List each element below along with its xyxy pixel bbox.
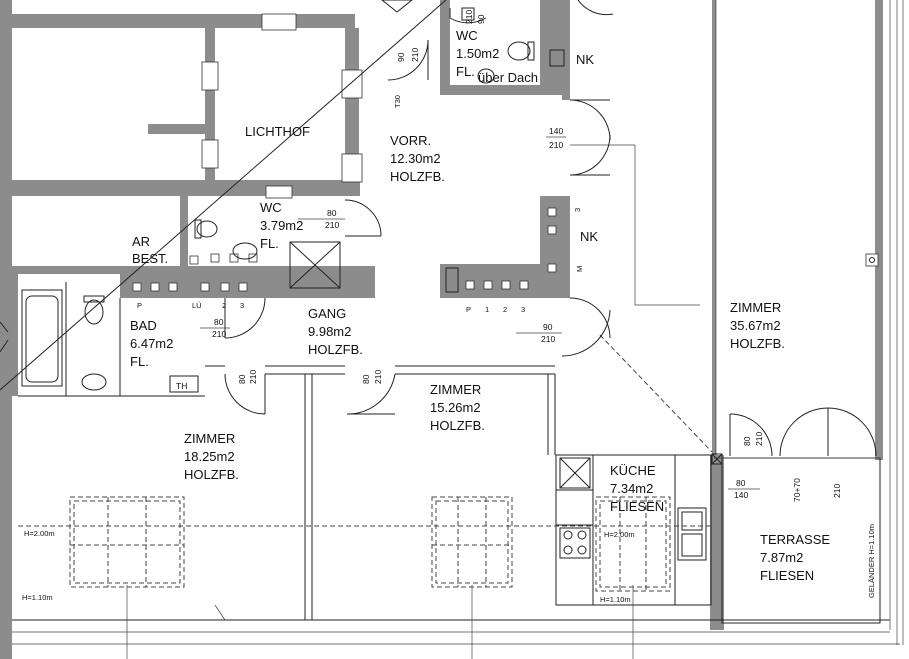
gang-floor: HOLZFB. (308, 342, 363, 357)
nk-mid-label: NK (580, 229, 598, 244)
ar-name: AR (132, 234, 150, 249)
nk-side-m: M (575, 266, 584, 272)
dim-wc-top-h: 90 (476, 14, 486, 24)
dashed-elements (18, 496, 712, 592)
room-labels: WC 1.50m2 FL. über Dach NK NK LICHTHOF V… (130, 28, 830, 583)
socket-p-mid: P (466, 305, 471, 314)
lichthof-name: LICHTHOF (245, 124, 310, 139)
dim-bad-w: 80 (214, 317, 224, 327)
dim-wc-top-w: 210 (464, 10, 474, 24)
kueche-floor: FLIESEN (610, 499, 664, 514)
kueche-name: KÜCHE (610, 463, 656, 478)
dim-gr-w: 90 (543, 322, 553, 332)
h200-kitchen: H=2.00m (604, 530, 635, 539)
zimmer-mid-area: 15.26m2 (430, 400, 481, 415)
dim-zl-h: 210 (248, 370, 258, 384)
dim-vorr-right-h: 210 (549, 140, 563, 150)
terrasse-name: TERRASSE (760, 532, 830, 547)
wc-top-floor: FL. (456, 64, 475, 79)
socket-lue: LÜ (192, 301, 202, 310)
walls (0, 0, 883, 659)
vorr-area: 12.30m2 (390, 151, 441, 166)
h110-kitchen: H=1.10m (600, 595, 631, 604)
zimmer-mid-name: ZIMMER (430, 382, 481, 397)
dim-kw-w: 80 (736, 478, 746, 488)
terrasse-floor: FLIESEN (760, 568, 814, 583)
bad-floor: FL. (130, 354, 149, 369)
wc-floor: FL. (260, 236, 279, 251)
h110-left: H=1.10m (22, 593, 53, 602)
socket-3-mid: 3 (521, 305, 525, 314)
dim-zm-w: 80 (361, 374, 371, 384)
zimmer-left-floor: HOLZFB. (184, 467, 239, 482)
bad-name: BAD (130, 318, 157, 333)
socket-2-mid: 2 (503, 305, 507, 314)
terrasse-area: 7.87m2 (760, 550, 803, 565)
zimmer-left-name: ZIMMER (184, 431, 235, 446)
sanitary (81, 7, 535, 391)
doors (224, 0, 877, 457)
ar-sub: BEST. (132, 251, 168, 266)
dim-gr-h: 210 (541, 334, 555, 344)
gelaender-label: GELÄNDER H=1.10m (867, 524, 876, 598)
dim-zm-h: 210 (373, 370, 383, 384)
vorr-floor: HOLZFB. (390, 169, 445, 184)
dim-tr-h: 210 (832, 484, 842, 498)
dim-kw-h: 140 (734, 490, 748, 500)
wc-name: WC (260, 200, 282, 215)
dim-wc-h: 210 (325, 220, 339, 230)
wc-top-name: WC (456, 28, 478, 43)
h200-left: H=2.00m (24, 529, 55, 538)
socket-1-mid: 1 (485, 305, 489, 314)
dim-tl-w: 80 (742, 436, 752, 446)
dim-vorr-right-w: 140 (549, 126, 563, 136)
nk-top-label: NK (576, 52, 594, 67)
zimmer-mid-floor: HOLZFB. (430, 418, 485, 433)
socket-p-left: P (137, 301, 142, 310)
zimmer-big-area: 35.67m2 (730, 318, 781, 333)
nk-side-3: 3 (573, 208, 582, 212)
dim-zl-w: 80 (237, 374, 247, 384)
door-dimensions: 210 90 90 210 140 210 80 210 80 210 80 2… (200, 10, 842, 502)
ueber-dach-label: über Dach (478, 70, 538, 85)
small-labels: H=2.00m H=1.10m H=2.00m H=1.10m T30 GELÄ… (22, 95, 876, 604)
vorr-name: VORR. (390, 133, 431, 148)
dim-vorr-left-w: 90 (396, 52, 406, 62)
dim-vorr-left-h: 210 (410, 48, 420, 62)
t30-label: T30 (393, 95, 402, 108)
bad-area: 6.47m2 (130, 336, 173, 351)
kueche-area: 7.34m2 (610, 481, 653, 496)
dim-wc-w: 80 (327, 208, 337, 218)
dim-tr-w: 70+70 (792, 478, 802, 502)
gang-area: 9.98m2 (308, 324, 351, 339)
wc-area: 3.79m2 (260, 218, 303, 233)
dim-tl-h: 210 (754, 432, 764, 446)
dim-bad-h: 210 (212, 329, 226, 339)
wc-top-area: 1.50m2 (456, 46, 499, 61)
socket-3-left: 3 (240, 301, 244, 310)
gang-name: GANG (308, 306, 346, 321)
zimmer-big-name: ZIMMER (730, 300, 781, 315)
zimmer-left-area: 18.25m2 (184, 449, 235, 464)
th-label: TH (176, 381, 187, 391)
zimmer-big-floor: HOLZFB. (730, 336, 785, 351)
socket-2-left: 2 (222, 301, 226, 310)
